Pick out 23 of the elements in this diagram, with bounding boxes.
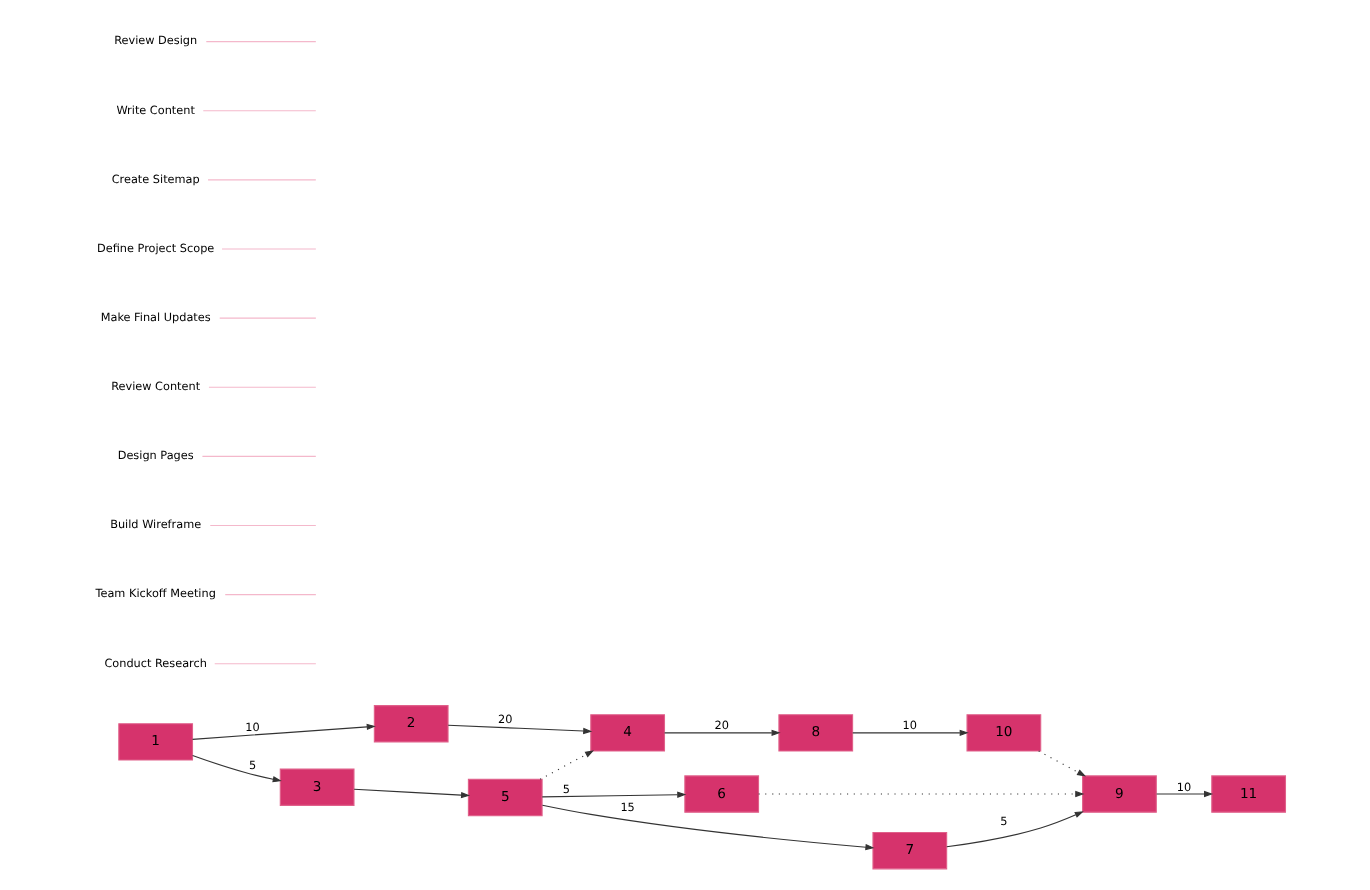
arrow [1155, 790, 1213, 798]
connector [207, 386, 316, 388]
connector [206, 179, 316, 181]
connector [220, 248, 316, 250]
arrow [190, 723, 375, 740]
arrow [851, 729, 968, 736]
arrow [945, 811, 1083, 848]
arrow [352, 788, 470, 799]
connector [218, 317, 316, 319]
connector [200, 455, 316, 457]
arrow [757, 790, 1084, 798]
arrow [1037, 750, 1086, 777]
connector [213, 663, 316, 665]
connector [223, 594, 316, 596]
arrow [538, 750, 594, 780]
arrow [446, 724, 592, 735]
arrow [540, 804, 874, 851]
connector [208, 524, 316, 527]
arrow [191, 754, 281, 783]
connector [201, 110, 316, 112]
arrow [663, 729, 780, 736]
arrow [540, 791, 686, 798]
connector [204, 41, 316, 43]
